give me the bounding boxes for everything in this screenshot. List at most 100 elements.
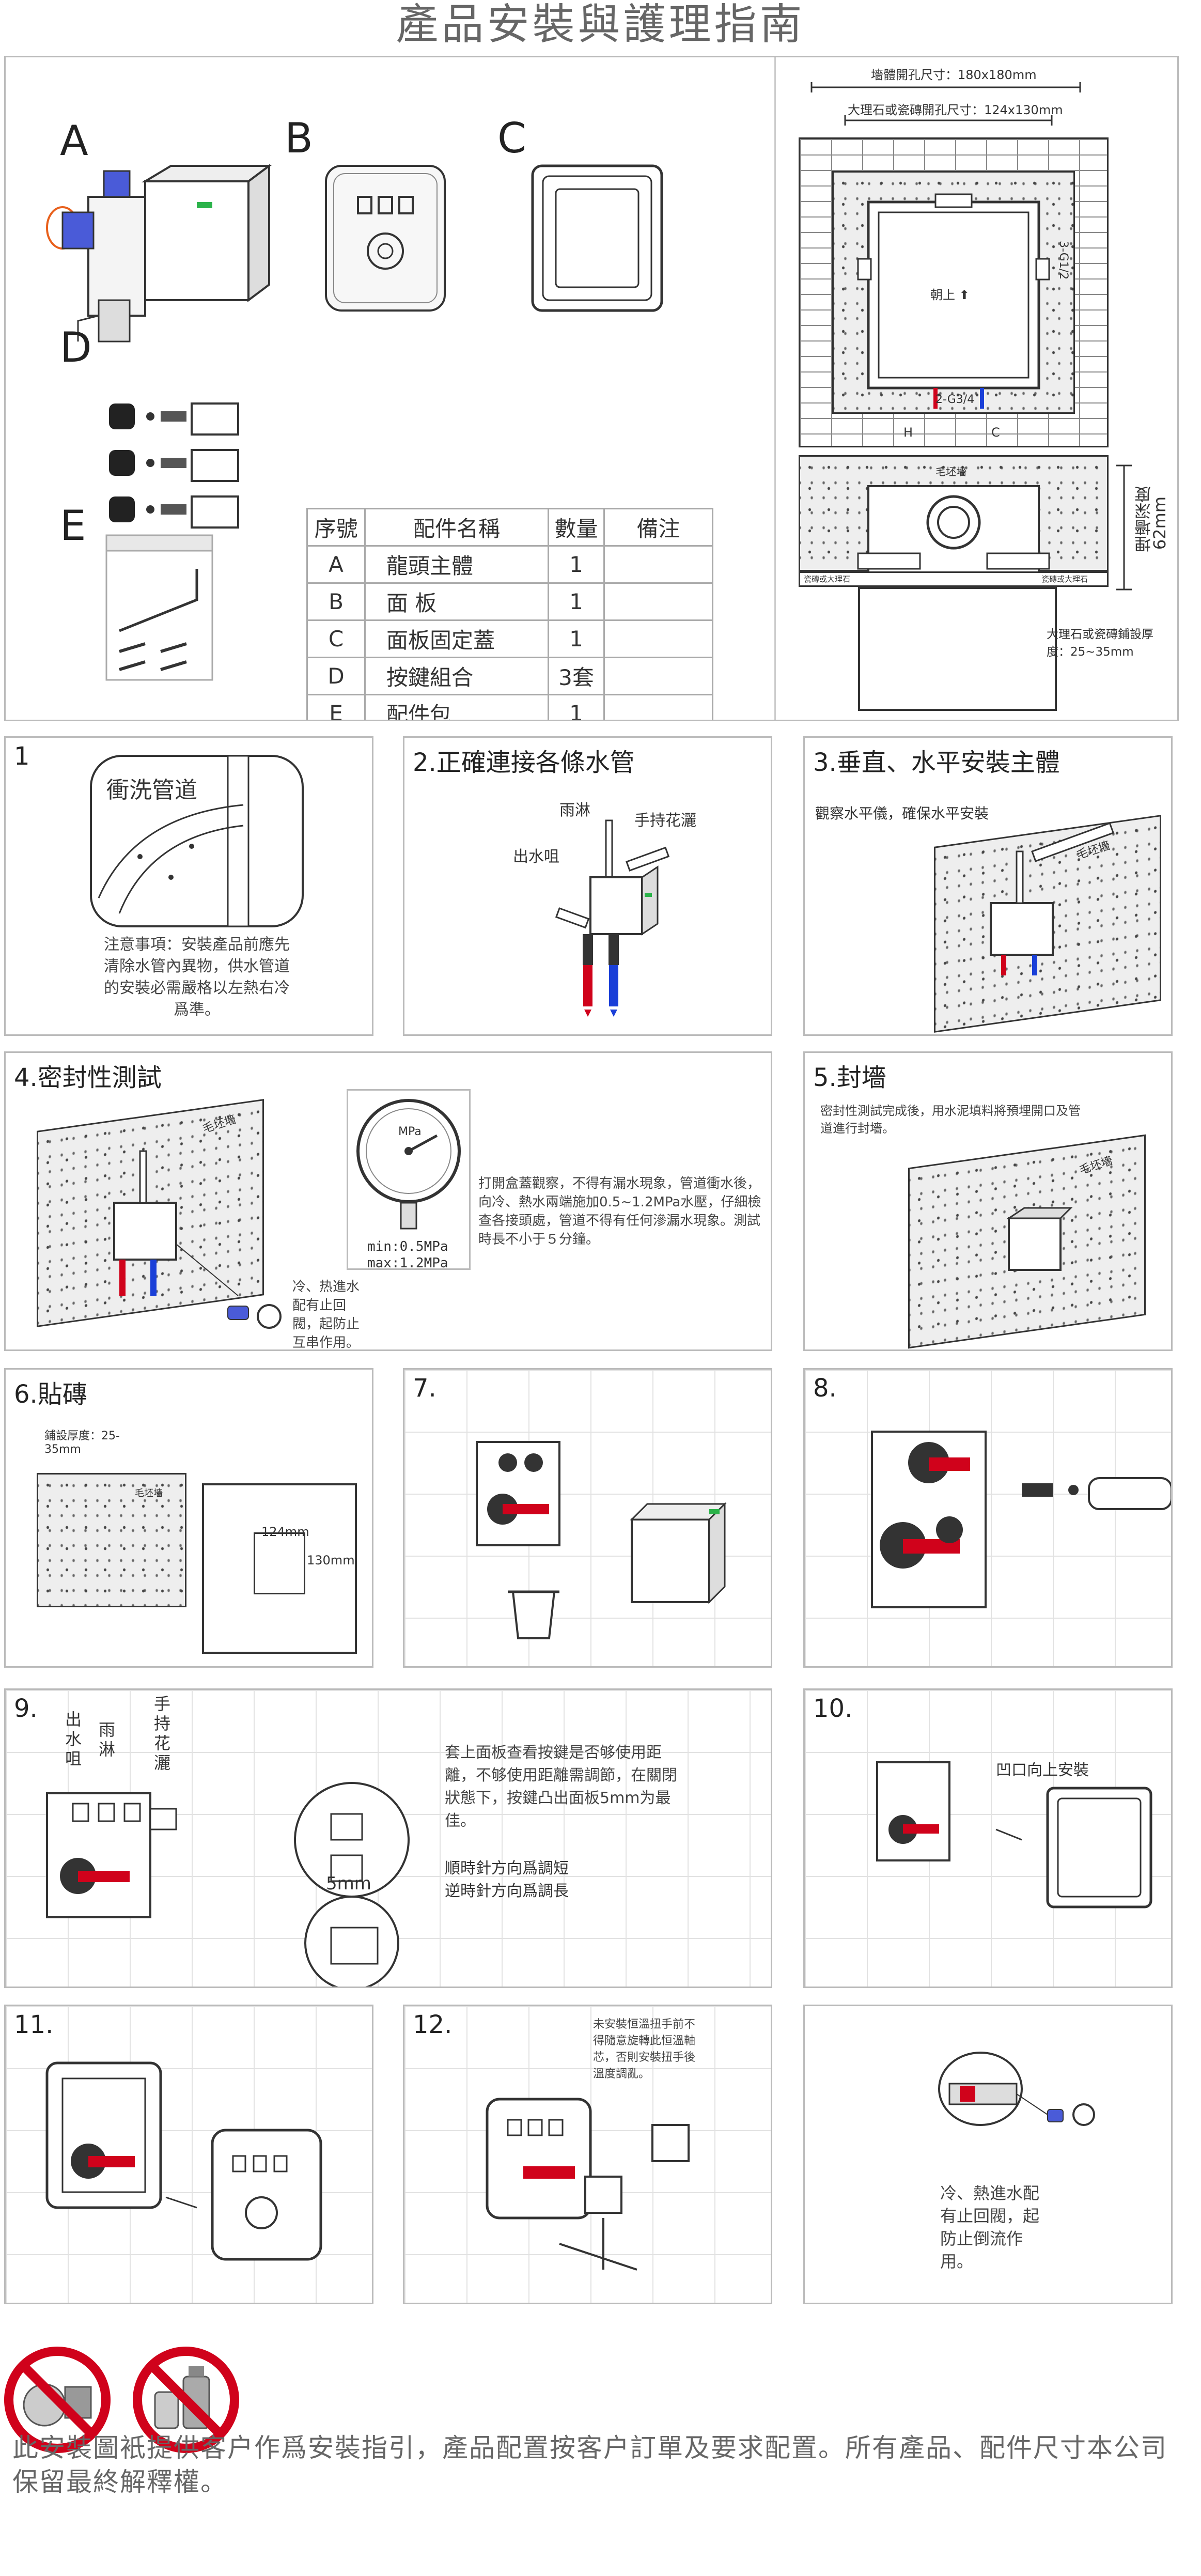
outlet-label-spout: 出水咀 bbox=[65, 1710, 82, 1768]
row-id: C bbox=[306, 619, 366, 658]
step-4-check-valve-note: 冷、热進水配有止回閥，起防止互串作用。 bbox=[292, 1279, 360, 1351]
bottom-thread-spec: 2-G3/4 bbox=[935, 393, 975, 406]
clockwise-note: 順時針方向爲調短 bbox=[445, 1859, 569, 1877]
hand-shower-label: 手持花灑 bbox=[634, 812, 696, 830]
spout-char: 咀 bbox=[65, 1749, 82, 1768]
valve-body-illustration bbox=[46, 164, 272, 343]
pipe-connection-illustration bbox=[555, 819, 670, 1017]
pressure-gauge-icon bbox=[356, 1099, 461, 1230]
notch-up-note: 凹口向上安裝 bbox=[996, 1761, 1089, 1779]
no-abrasive-cleaning-icon bbox=[4, 2347, 111, 2453]
spout-label: 出水咀 bbox=[513, 848, 559, 866]
parts-section: A B C D E bbox=[4, 56, 1179, 721]
row-qty: 1 bbox=[548, 582, 605, 621]
step-3-panel: 3.垂直、水平安裝主體 觀察水平儀，確保水平安裝 毛坯墻 bbox=[803, 736, 1173, 1036]
tile-label-left: 瓷磚或大理石 bbox=[804, 575, 851, 584]
pressure-test-illustration bbox=[113, 1150, 282, 1329]
row-id: D bbox=[306, 657, 366, 695]
cold-inlet-label: C bbox=[991, 425, 1000, 440]
install-button-stem-illustration bbox=[871, 1431, 1171, 1608]
step-6-wall bbox=[37, 1473, 186, 1607]
section-divider bbox=[774, 57, 776, 720]
row-qty: 1 bbox=[548, 545, 605, 584]
step-9-note: 套上面板查看按鍵是否够使用距離，不够使用距離需調節，在關閉狀態下，按鍵凸出面板5… bbox=[445, 1744, 677, 1830]
tile-panel bbox=[202, 1483, 357, 1654]
step-4-title: 4.密封性測試 bbox=[14, 1063, 162, 1092]
button-adjust-illustration bbox=[46, 1782, 410, 1987]
outlet-label-hand: 手持花灑 bbox=[154, 1694, 170, 1773]
row-name: 面 板 bbox=[364, 582, 549, 621]
row-id: E bbox=[306, 694, 366, 720]
outlet-label-rain: 雨淋 bbox=[99, 1720, 115, 1759]
install-faceplate-illustration bbox=[45, 2061, 322, 2261]
step-12-note: 未安裝恒溫扭手前不得隨意旋轉此恒溫軸芯，否則安裝扭手後溫度調亂。 bbox=[593, 2018, 696, 2081]
row-name: 面板固定蓋 bbox=[364, 619, 549, 658]
up-label-text: 朝上 bbox=[930, 288, 955, 302]
step-13-panel: 冷、熱進水配有止回閥，起防止倒流作用。 bbox=[803, 2005, 1173, 2304]
wall-hole-dimension: 墻體開孔尺寸：180x180mm bbox=[871, 68, 1037, 82]
row-id: A bbox=[306, 545, 366, 584]
row-qty: 1 bbox=[548, 619, 605, 658]
step-9-panel: 9. 出水咀 雨淋 手持花灑 5mm 套上面板查看按鍵是否够使用距離，不够使用距… bbox=[4, 1688, 772, 1988]
step-6-title: 6.貼磚 bbox=[14, 1380, 87, 1409]
faceplate-illustration bbox=[325, 165, 446, 312]
step-5-note: 密封性測試完成後，用水泥填料將預埋開口及管道進行封墻。 bbox=[820, 1104, 1081, 1136]
tile-strip bbox=[799, 571, 1109, 587]
step-1-title: 衝洗管道 bbox=[106, 777, 197, 803]
step-6-panel: 6.貼磚 鋪設厚度：25-35mm 毛坯墻 124mm 130mm bbox=[4, 1368, 373, 1668]
tile-thickness-text: 鋪設厚度：25-35mm bbox=[44, 1430, 120, 1456]
spout-char: 出 bbox=[65, 1710, 82, 1729]
level-install-illustration bbox=[990, 822, 1115, 975]
hand-char: 持 bbox=[154, 1714, 171, 1733]
step-6-wall-label: 毛坯墻 bbox=[135, 1488, 163, 1499]
install-fixing-cover-illustration bbox=[876, 1761, 1152, 1908]
header-qty: 數量 bbox=[548, 508, 605, 547]
header-id: 序號 bbox=[306, 508, 366, 547]
section-lower-box bbox=[858, 587, 1057, 711]
row-name: 龍頭主體 bbox=[364, 545, 549, 584]
step-7-panel: 7. bbox=[403, 1368, 772, 1668]
step-11-panel: 11. bbox=[4, 2005, 373, 2304]
tile-hole-dimension: 大理石或瓷磚開孔尺寸：124x130mm bbox=[848, 103, 1063, 117]
hot-inlet-label: H bbox=[903, 425, 913, 440]
hand-char: 手 bbox=[154, 1694, 171, 1714]
tile-opening-width: 124mm bbox=[261, 1525, 309, 1539]
no-chemical-cleaner-icon bbox=[133, 2347, 239, 2453]
up-arrow-icon: ⬆ bbox=[955, 288, 970, 302]
part-letter-a: A bbox=[60, 117, 88, 165]
embed-depth-value: 62mm bbox=[1150, 496, 1169, 550]
step-4-note: 打開盒蓋觀察，不得有漏水現象，管道衝水後，向冷、熱水兩端施加0.5~1.2MPa… bbox=[478, 1176, 761, 1247]
counterclockwise-note: 逆時針方向爲調長 bbox=[445, 1882, 569, 1900]
wall-hole-dimension-line bbox=[810, 82, 1081, 92]
row-qty: 1 bbox=[548, 694, 605, 720]
step-13-note: 冷、熱進水配有止回閥，起防止倒流作用。 bbox=[940, 2183, 1040, 2271]
rain-shower-label: 雨淋 bbox=[559, 801, 590, 819]
footer-disclaimer: 此安裝圖衹提供客户作爲安裝指引，產品配置按客户訂單及要求配置。所有產品、配件尺寸… bbox=[12, 2433, 1167, 2497]
step-8-panel: 8. bbox=[803, 1368, 1173, 1668]
part-letter-d: D bbox=[60, 323, 92, 371]
header-name: 配件名稱 bbox=[364, 508, 549, 547]
pipe-flush-illustration bbox=[90, 755, 304, 927]
step-2-title: 2.正確連接各條水管 bbox=[413, 748, 635, 777]
part-letter-b: B bbox=[285, 114, 313, 162]
rain-char: 淋 bbox=[99, 1740, 116, 1759]
step-1-note: 注意事項：安裝產品前應先清除水管內異物，供水管道的安裝必需嚴格以左熱右冷爲準。 bbox=[104, 936, 290, 1019]
up-direction-label: 朝上 ⬆ bbox=[930, 285, 970, 303]
tile-thickness-label: 大理石或瓷磚鋪設厚度：25~35mm bbox=[1047, 628, 1153, 659]
tile-label-right: 瓷磚或大理石 bbox=[1041, 575, 1088, 584]
side-thread-spec: 3-G1/2 bbox=[1057, 241, 1070, 280]
row-name: 按鍵組合 bbox=[364, 657, 549, 695]
step-5-title: 5.封墻 bbox=[813, 1063, 886, 1092]
row-note bbox=[603, 545, 713, 584]
spout-char: 水 bbox=[65, 1729, 82, 1749]
step-5-panel: 5.封墻 密封性測試完成後，用水泥填料將預埋開口及管道進行封墻。 毛坯墻 bbox=[803, 1051, 1173, 1351]
step-10-number: 10. bbox=[813, 1694, 853, 1723]
depth-dimension-line bbox=[1116, 464, 1132, 591]
sealed-valve-illustration bbox=[1006, 1207, 1073, 1271]
step-9-number: 9. bbox=[14, 1694, 38, 1723]
check-valve-illustration bbox=[938, 2052, 1095, 2126]
